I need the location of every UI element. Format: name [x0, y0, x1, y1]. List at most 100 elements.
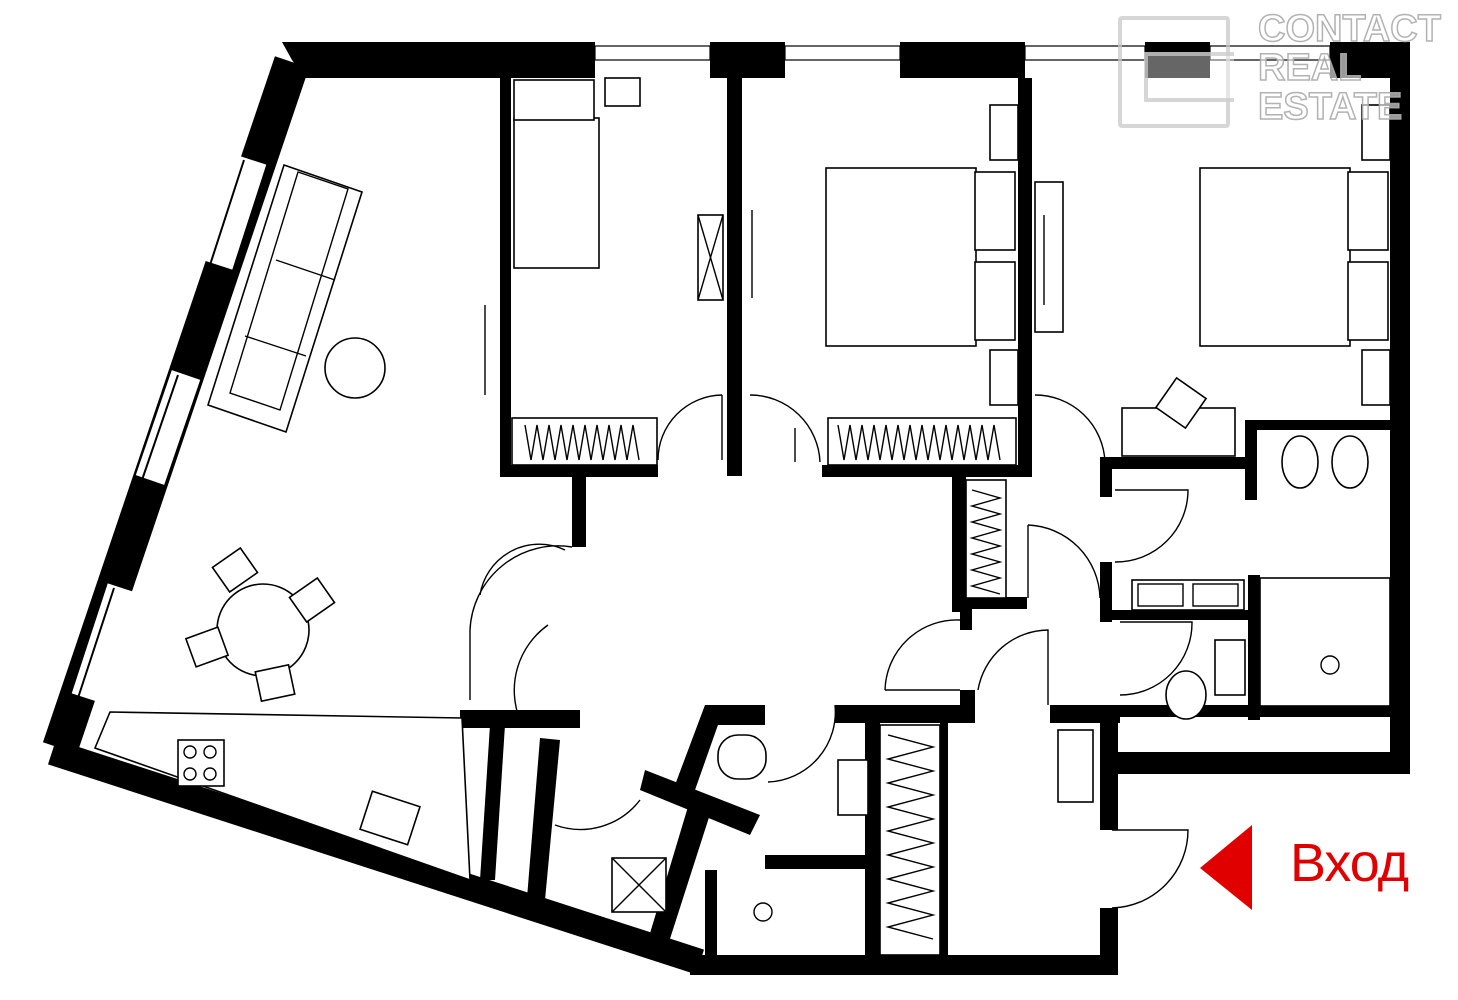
bath-wall	[1245, 420, 1257, 500]
top-wall-pier	[1145, 42, 1210, 78]
bottom-wall-slanted	[47, 739, 705, 975]
bedroom-3	[1034, 104, 1391, 463]
toilet	[717, 734, 767, 780]
plan-line	[697, 214, 724, 301]
door-swing	[1119, 621, 1193, 696]
cooktop	[177, 739, 225, 787]
plan-line	[183, 745, 197, 759]
wardrobe	[879, 724, 941, 956]
door-swing	[767, 704, 837, 783]
nightstand	[1361, 349, 1391, 406]
bedroom-2	[749, 104, 1019, 466]
plan-line	[1137, 583, 1184, 607]
plan-line	[275, 259, 336, 281]
pillow	[1347, 261, 1389, 341]
storage-wall	[480, 725, 505, 880]
living-room	[93, 163, 573, 882]
dining-chair	[288, 576, 336, 624]
top-wall-pier	[1330, 42, 1410, 78]
door-swing	[1114, 489, 1189, 563]
shoe-cabinet	[1057, 729, 1094, 803]
entry-wall-upper	[1100, 765, 1118, 830]
utility-bath-wall	[765, 855, 865, 869]
logo-mark-notch	[1144, 52, 1234, 102]
logo-mark	[1118, 16, 1230, 128]
plan-line	[885, 734, 936, 940]
drain	[753, 902, 773, 922]
right-step-wall	[1100, 752, 1410, 774]
pillow	[974, 171, 1016, 251]
door-swing	[469, 545, 573, 700]
plan-line	[183, 767, 197, 781]
logo-line: ESTATE	[1257, 86, 1403, 128]
single-bed	[513, 117, 600, 269]
window	[135, 370, 201, 485]
nightstand	[1361, 104, 1391, 161]
window	[71, 583, 137, 703]
plan-line	[969, 489, 1003, 595]
bedroom1-bottom-wall	[500, 465, 658, 477]
plan-line	[611, 857, 667, 913]
tv-unit	[1034, 181, 1064, 333]
bedroom1-left-wall	[500, 78, 511, 476]
dining-chair	[254, 663, 296, 703]
door-swing	[977, 629, 1049, 705]
double-bed	[825, 167, 977, 347]
bathrooms	[554, 435, 1391, 956]
pillow	[513, 79, 595, 121]
pillow	[1347, 171, 1389, 251]
entrance-label: Вход	[1290, 833, 1409, 893]
wc-left-wall	[675, 705, 725, 790]
dining-chair	[184, 626, 230, 668]
storage-wall-2	[527, 738, 560, 900]
plan-line	[1192, 583, 1239, 607]
pillow	[974, 261, 1016, 341]
entrance-door-swing	[1111, 829, 1189, 909]
plan-line	[141, 374, 179, 481]
plan-line	[203, 767, 217, 781]
shower	[1259, 577, 1391, 707]
plan-line	[837, 424, 1001, 461]
window	[784, 45, 901, 61]
logo-text: CONTACT REAL ESTATE	[1257, 9, 1441, 128]
closet-wall	[952, 477, 966, 612]
coffee-table	[324, 337, 386, 399]
plan-line	[244, 335, 307, 357]
bedroom2-bottom-wall	[822, 465, 1032, 477]
bath-door-jamb	[1100, 457, 1112, 497]
bath-top	[1245, 420, 1395, 430]
shower-drain	[1320, 655, 1340, 675]
bedroom-partition	[727, 78, 742, 476]
door-swing	[479, 543, 566, 596]
bedroom-1	[511, 77, 724, 466]
plan-line	[203, 745, 217, 759]
living-wall-stub	[572, 477, 586, 547]
bidet	[1331, 435, 1369, 489]
door-swing	[657, 394, 723, 461]
top-wall-left	[282, 42, 595, 78]
shower-wall	[1248, 575, 1260, 720]
wardrobe-wall-right	[940, 705, 948, 960]
window	[203, 155, 267, 270]
plan-line	[209, 159, 245, 266]
utility-bath-left	[705, 870, 717, 960]
sofa-seat	[229, 171, 349, 411]
hall-wall-right	[1050, 705, 1120, 723]
toilet	[1281, 435, 1319, 489]
door-swing	[1034, 394, 1106, 463]
desk-chair	[1154, 376, 1208, 430]
nightstand	[604, 77, 641, 107]
right-wall	[1390, 42, 1410, 774]
bath-left-wall	[1100, 562, 1112, 622]
utility-wall	[640, 770, 760, 835]
dining-chair	[211, 546, 259, 594]
entry-wall-lower	[1100, 908, 1118, 975]
bedroom2-right-wall	[1018, 78, 1032, 476]
door-swing	[749, 394, 821, 463]
top-wall-pier	[900, 42, 1025, 78]
door-swing	[554, 799, 641, 831]
double-bed	[1199, 167, 1351, 347]
double-vanity	[1131, 579, 1245, 611]
top-wall-pier	[710, 42, 785, 78]
kitchen-sink	[359, 790, 421, 846]
